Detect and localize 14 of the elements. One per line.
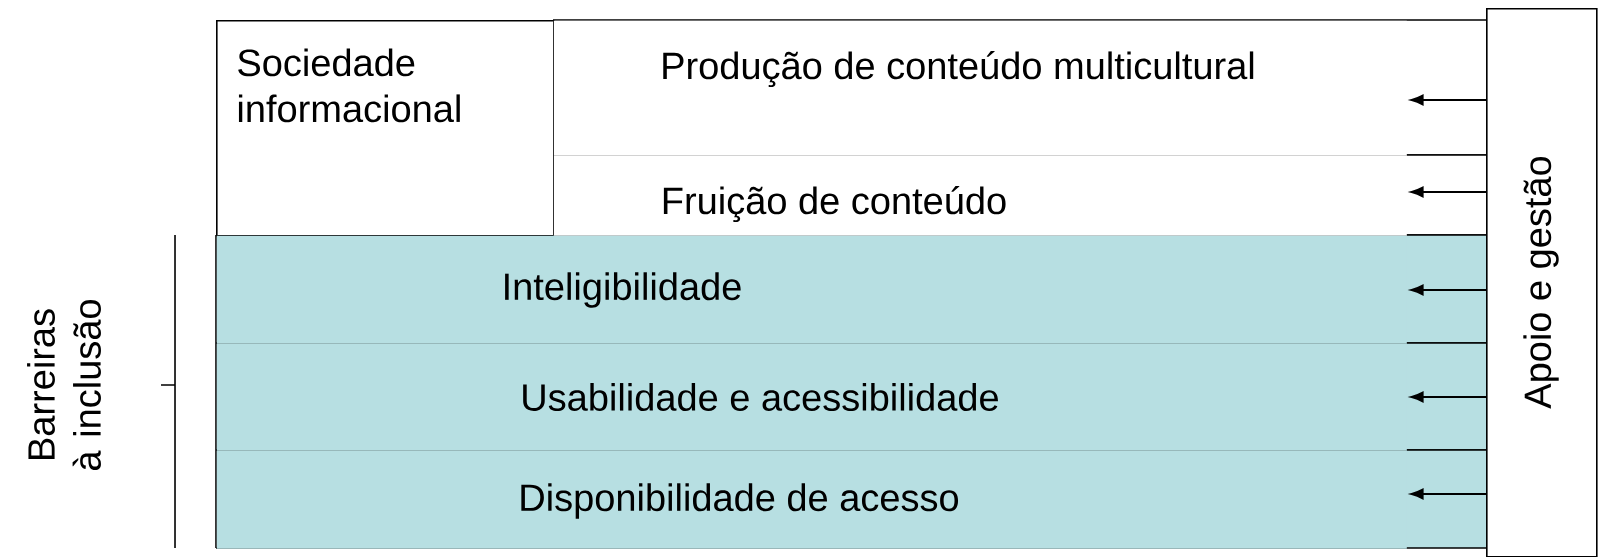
arrow [1410, 186, 1487, 198]
arrow [1410, 488, 1487, 500]
arrow [1410, 94, 1487, 106]
node-label: Usabilidade e acessibilidade [523, 383, 998, 411]
table-cell: Produção de conteúdo multicultural [553, 20, 1407, 156]
node-label: Produção de conteúdo multicultural [663, 50, 1254, 88]
arrow [1410, 391, 1487, 403]
node-label: Inteligibilidade [505, 272, 741, 308]
node-label: Disponibilidade de acesso [521, 483, 959, 519]
bracket-label: Barreiras à inclusão [27, 300, 101, 470]
arrow [1410, 284, 1487, 296]
side-box: Apoio e gestão [1486, 8, 1598, 557]
table-cell: Sociedade informacional [216, 20, 555, 237]
node-label: Fruição de conteúdo [663, 185, 1006, 223]
